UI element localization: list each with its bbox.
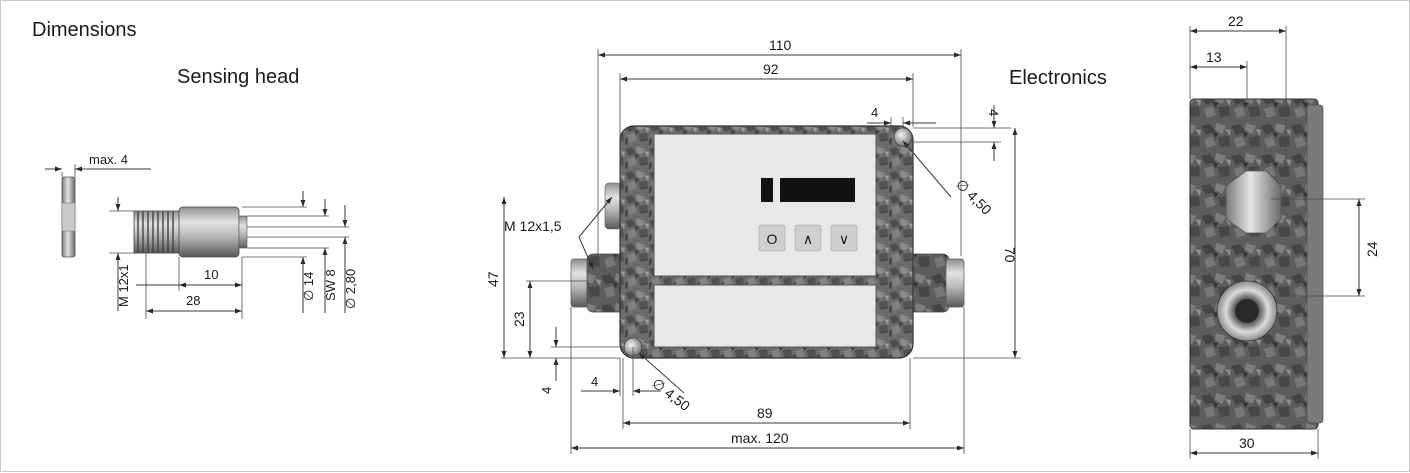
button-up-label: ∧ [803,231,813,247]
left-cable-gland [570,253,626,313]
heading-dimensions: Dimensions [32,19,136,41]
electronics-front-drawing: O ∧ ∨ 110 92 4 4 ∅ 4,50 70 [485,37,1021,454]
dim-47: 47 [485,271,501,287]
dim-4-left: 4 [539,387,554,394]
dim-max4: max. 4 [89,152,128,167]
right-cable-gland [908,253,965,313]
button-down[interactable] [830,224,858,252]
button-down-label: ∨ [839,231,849,247]
dim-4-top: 4 [871,105,878,120]
dim-m12x15: M 12x1,5 [504,218,562,234]
dim-22: 22 [1228,13,1244,29]
dim-13: 13 [1206,49,1222,65]
dim-sw8: SW 8 [323,269,338,301]
side-cable-gland [1225,170,1282,234]
electronics-side-drawing: 22 13 24 30 [1189,13,1380,459]
dim-28: 28 [186,293,200,308]
dim-4-bottom: 4 [591,374,598,389]
dim-10: 10 [204,267,218,282]
lock-nut [61,176,76,258]
dim-dia14: ∅ 14 [301,272,316,301]
button-mode[interactable] [758,224,786,252]
dim-m12x1: M 12x1 [116,264,131,307]
dim-92: 92 [763,61,779,77]
display-panel [653,133,877,277]
sensing-head-drawing: max. 4 M 12x1 10 28 ∅ 14 SW 8 ∅ 2,80 [45,152,358,319]
dim-hole-top: ∅ 4,50 [953,176,995,218]
button-up[interactable] [794,224,822,252]
heading-electronics: Electronics [1009,67,1107,89]
dim-24: 24 [1364,241,1380,257]
dim-30: 30 [1239,435,1255,451]
dim-89: 89 [757,405,773,421]
dim-23: 23 [511,311,527,327]
dim-110: 110 [769,37,792,53]
sensor-cylinder [178,206,240,258]
threaded-body [133,210,181,254]
dim-hole-bottom: ∅ 4,50 [649,375,693,414]
side-housing [1189,98,1319,430]
dim-max120: max. 120 [731,430,789,446]
lcd-display [780,178,855,202]
dim-dia280: ∅ 2,80 [343,269,358,309]
label-panel [653,284,877,348]
heading-sensing-head: Sensing head [177,66,299,88]
button-mode-label: O [767,231,778,247]
mounting-screw-top [893,127,913,147]
dim-4-right: 4 [986,109,1001,116]
dim-70: 70 [1002,247,1018,263]
